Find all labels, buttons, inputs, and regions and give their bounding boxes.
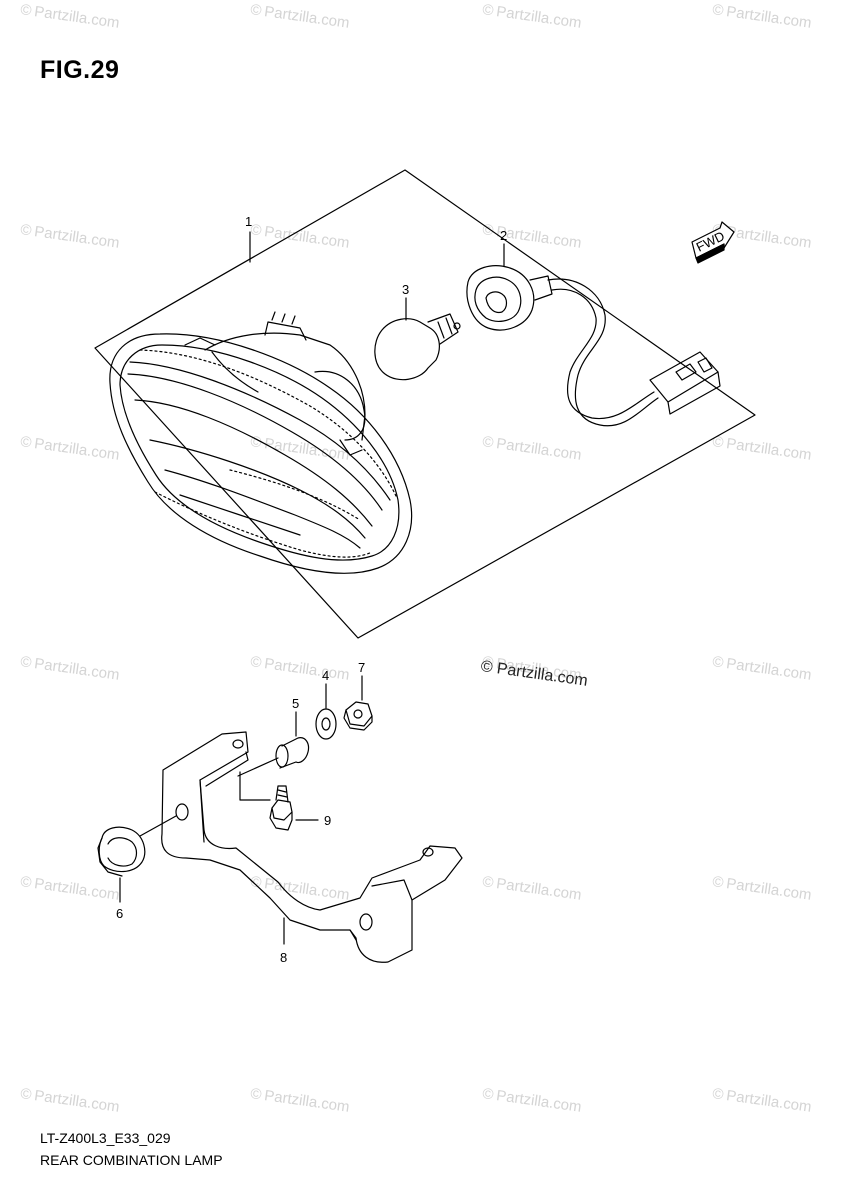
callout-3: 3 xyxy=(402,282,409,297)
callout-6: 6 xyxy=(116,906,123,921)
mounting-bracket xyxy=(161,731,463,963)
copyright-symbol: © xyxy=(479,658,494,677)
bulb xyxy=(374,313,461,381)
callout-5: 5 xyxy=(292,696,299,711)
callout-1: 1 xyxy=(245,214,252,229)
callout-7: 7 xyxy=(358,660,365,675)
figure-title: FIG.29 xyxy=(40,56,120,84)
grommet xyxy=(97,826,146,877)
bolt xyxy=(269,785,293,831)
assembly-line-bolt xyxy=(239,771,271,801)
fwd-badge xyxy=(691,221,735,264)
callout-9: 9 xyxy=(324,813,331,828)
callout-8: 8 xyxy=(280,950,287,965)
callout-4: 4 xyxy=(322,668,329,683)
spacer-collar xyxy=(275,737,310,769)
callout-2: 2 xyxy=(500,228,507,243)
lamp-housing xyxy=(109,311,413,574)
diagram-code: LT-Z400L3_E33_029 xyxy=(40,1130,171,1146)
assembly-line-collar xyxy=(237,757,279,777)
socket-harness xyxy=(466,265,721,427)
assembly-line-grommet xyxy=(139,815,177,837)
diagram-title: REAR COMBINATION LAMP xyxy=(40,1152,223,1168)
washer xyxy=(315,708,337,740)
flange-nut xyxy=(343,701,373,731)
assembly-outline xyxy=(94,169,756,639)
